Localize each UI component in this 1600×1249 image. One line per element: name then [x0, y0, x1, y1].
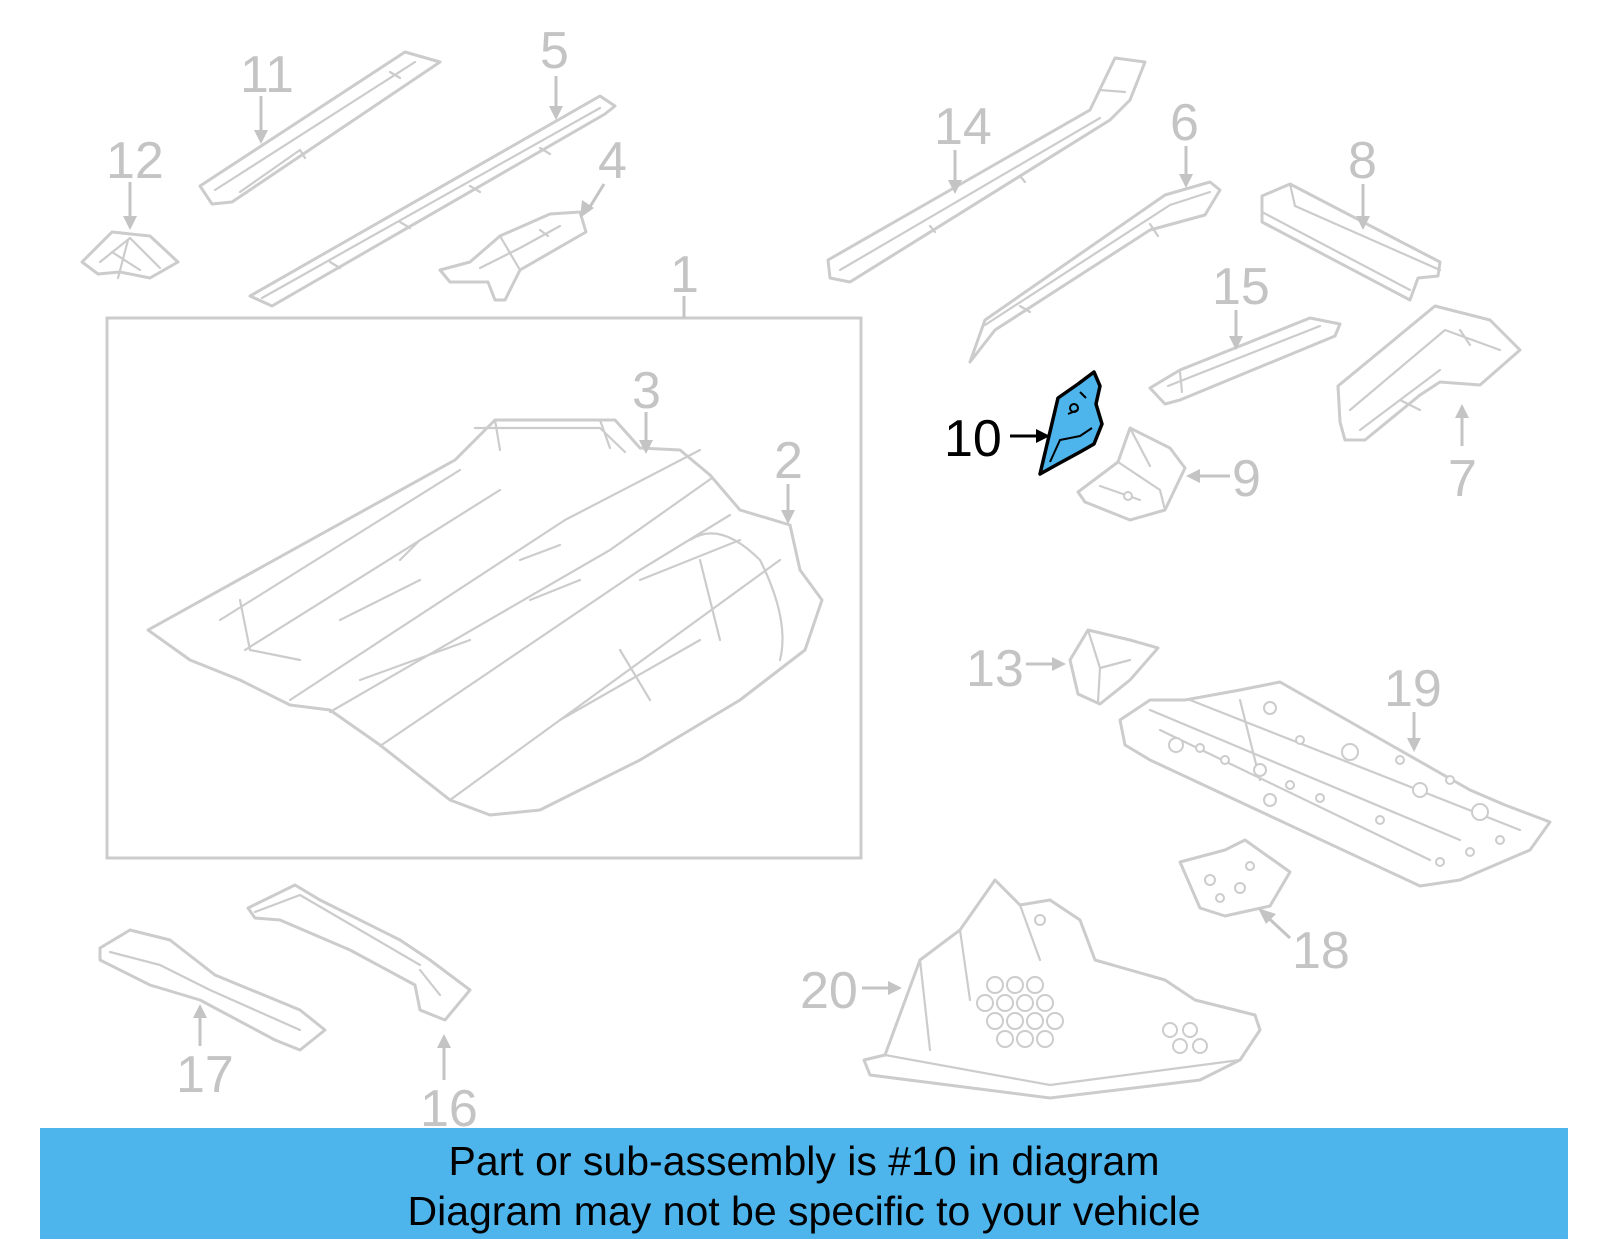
leader-lines: [123, 76, 1469, 1080]
callout-1: 1: [670, 246, 699, 304]
callout-20: 20: [800, 962, 858, 1020]
callout-9: 9: [1232, 450, 1261, 508]
part-20[interactable]: [862, 878, 1262, 1100]
part-15[interactable]: [1148, 316, 1342, 406]
part-10-highlighted[interactable]: [1038, 370, 1104, 476]
banner-line-1: Part or sub-assembly is #10 in diagram: [448, 1138, 1160, 1184]
callout-4: 4: [598, 132, 627, 190]
banner-line-2: Diagram may not be specific to your vehi…: [407, 1188, 1201, 1234]
callout-18: 18: [1292, 922, 1350, 980]
part-5[interactable]: [248, 94, 617, 308]
part-13[interactable]: [1068, 628, 1160, 706]
part-8[interactable]: [1260, 182, 1442, 302]
callout-3: 3: [632, 362, 661, 420]
part-14[interactable]: [826, 56, 1147, 284]
callout-13: 13: [966, 640, 1024, 698]
callout-15: 15: [1212, 258, 1270, 316]
part-4[interactable]: [438, 210, 588, 302]
part-18[interactable]: [1178, 838, 1292, 918]
part-1-floor-pan[interactable]: [146, 418, 824, 817]
callout-6: 6: [1170, 94, 1199, 152]
callout-2: 2: [774, 432, 803, 490]
part-16[interactable]: [246, 883, 472, 1022]
info-banner: Part or sub-assembly is #10 in diagram D…: [40, 1128, 1568, 1239]
callout-10: 10: [944, 410, 1002, 468]
part-9[interactable]: [1076, 426, 1187, 522]
part-7[interactable]: [1336, 304, 1522, 442]
assembly-frame: [105, 316, 863, 860]
part-17[interactable]: [98, 928, 327, 1052]
callout-labels: 11 5 12 4 1 3 2 14 6 8 15 7 10 9 13 19 1…: [106, 22, 1477, 1138]
callout-5: 5: [540, 22, 569, 80]
callout-19: 19: [1384, 660, 1442, 718]
part-12[interactable]: [80, 230, 180, 280]
callout-11: 11: [240, 46, 294, 104]
callout-17: 17: [176, 1046, 234, 1104]
callout-8: 8: [1348, 132, 1377, 190]
callout-7: 7: [1448, 450, 1477, 508]
part-11[interactable]: [198, 50, 442, 206]
part-19[interactable]: [1118, 680, 1552, 888]
callout-12: 12: [106, 132, 164, 190]
callout-14: 14: [934, 98, 992, 156]
part-6[interactable]: [968, 180, 1222, 364]
